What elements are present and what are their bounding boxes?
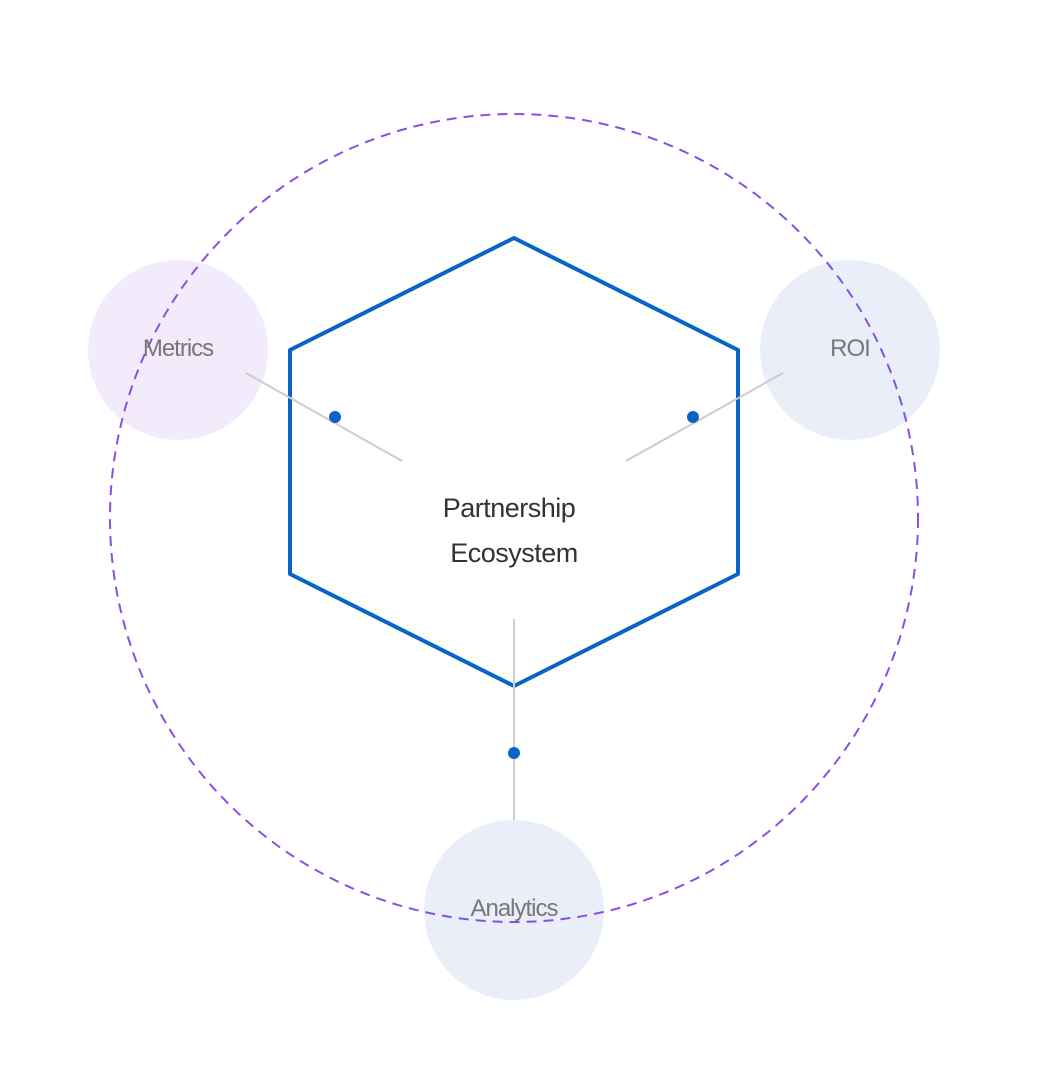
connector-dot-roi [687,411,699,423]
center-label-line2: Ecosystem [450,538,578,568]
connector-dot-metrics [329,411,341,423]
connector-metrics [245,372,403,462]
connector-dot-analytics [508,747,520,759]
center-hexagon [288,236,740,688]
node-label-roi: ROI [830,335,870,362]
connector-roi [625,372,784,462]
node-circle-metrics[interactable] [88,260,268,440]
node-circle-roi[interactable] [760,260,940,440]
dashed-orbit [109,113,919,923]
node-label-analytics: Analytics [470,895,558,922]
node-circle-analytics[interactable] [424,820,604,1000]
node-label-metrics: Metrics [143,335,214,362]
center-label-line1: Partnership [443,493,576,523]
